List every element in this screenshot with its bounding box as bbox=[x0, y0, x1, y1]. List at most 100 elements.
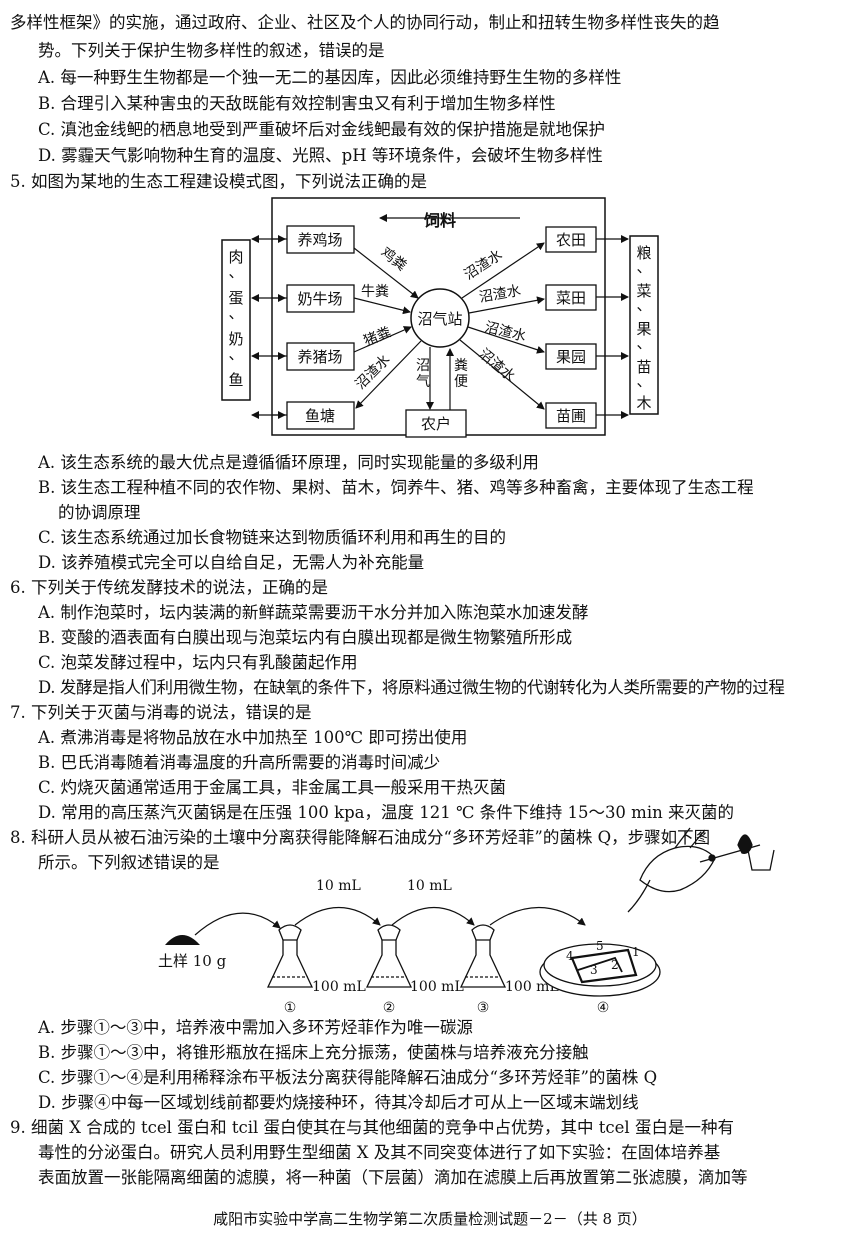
q6-option-d: D. 发酵是指人们利用微生物，在缺氧的条件下，将原料通过微生物的代谢转化为人类所… bbox=[38, 678, 785, 697]
svg-text:、: 、 bbox=[636, 296, 651, 314]
q5-option-b: B. 该生态工程种植不同的农作物、果树、苗木，饲养牛、猪、鸡等多种畜禽，主要体现… bbox=[38, 478, 754, 497]
svg-text:木: 木 bbox=[636, 394, 651, 412]
q7-option-b: B. 巴氏消毒随着消毒温度的升高所需要的消毒时间减少 bbox=[38, 753, 441, 772]
q8-option-b: B. 步骤①～③中，将锥形瓶放在摇床上充分振荡，使菌株与培养液充分接触 bbox=[38, 1043, 589, 1062]
plate-region-5: 5 bbox=[596, 939, 604, 953]
question-9-stem-cont-1: 毒性的分泌蛋白。研究人员利用野生型细菌 X 及其不同突变体进行了如下实验：在固体… bbox=[38, 1143, 721, 1162]
svg-text:粮: 粮 bbox=[636, 244, 651, 262]
farm-label-pig: 养猪场 bbox=[297, 348, 342, 366]
biogas-station-label: 沼气站 bbox=[417, 310, 462, 328]
flask-2 bbox=[365, 924, 413, 988]
svg-text:菜: 菜 bbox=[636, 282, 651, 300]
q5-option-d: D. 该养殖模式完全可以自给自足，无需人为补充能量 bbox=[38, 553, 425, 572]
biogas-station-node bbox=[410, 288, 470, 348]
option-c: C. 滇池金线鲃的栖息地受到严重破坏后对金线鲃最有效的保护措施是就地保护 bbox=[38, 120, 606, 139]
q5-option-c: C. 该生态系统通过加长食物链来达到物质循环利用和再生的目的 bbox=[38, 528, 507, 547]
transfer-label-1: 10 mL bbox=[316, 878, 361, 894]
svg-text:、: 、 bbox=[228, 304, 243, 322]
petri-dish bbox=[539, 943, 661, 997]
manure-label-cow: 牛粪 bbox=[361, 284, 389, 300]
flask-1 bbox=[266, 924, 314, 988]
gas-label-1: 沼 bbox=[416, 358, 430, 374]
soil-sample-label: 土样 10 g bbox=[158, 952, 227, 970]
svg-text:果: 果 bbox=[636, 320, 651, 338]
plate-region-2: 2 bbox=[611, 958, 619, 972]
feces-label-2: 便 bbox=[454, 374, 468, 390]
question-5-stem: 5. 如图为某地的生态工程建设模式图，下列说法正确的是 bbox=[10, 172, 427, 191]
field-flow-label-2: 沼渣水 bbox=[478, 283, 522, 306]
plate-region-1: 1 bbox=[632, 945, 640, 959]
product-label-milk: 奶 bbox=[228, 330, 243, 348]
field-box-farmland bbox=[545, 226, 597, 253]
q8-option-d: D. 步骤④中每一区域划线前都要灼烧接种环，待其冷却后才可从上一区域末端划线 bbox=[38, 1093, 639, 1112]
product-label-egg: 蛋 bbox=[228, 289, 243, 307]
step-label-4: ④ bbox=[597, 1000, 610, 1016]
svg-text:、: 、 bbox=[228, 345, 243, 363]
svg-text:、: 、 bbox=[636, 258, 651, 276]
step-label-3: ③ bbox=[477, 1000, 490, 1016]
volume-label-3: 100 mL bbox=[505, 979, 559, 995]
svg-text:、: 、 bbox=[636, 372, 651, 390]
volume-label-1: 100 mL bbox=[312, 979, 366, 995]
farm-box-chicken bbox=[286, 225, 355, 254]
field-label-vegetable: 菜田 bbox=[556, 289, 586, 307]
text-line: 多样性框架》的实施，通过政府、企业、社区及个人的协同行动，制止和扭转生物多样性丧… bbox=[10, 13, 720, 32]
field-label-orchard: 果园 bbox=[556, 348, 586, 366]
product-labels-left: 肉 、 蛋 、 奶 、 鱼 bbox=[228, 248, 243, 389]
q5-option-b-cont: 的协调原理 bbox=[58, 503, 141, 522]
volume-label-2: 100 mL bbox=[410, 979, 464, 995]
text-line: 势。下列关于保护生物多样性的叙述，错误的是 bbox=[38, 41, 385, 60]
q5-option-a: A. 该生态系统的最大优点是遵循循环原理，同时实现能量的多级利用 bbox=[38, 453, 539, 472]
feces-label-1: 粪 bbox=[454, 358, 468, 374]
q8-option-a: A. 步骤①～③中，培养液中需加入多环芳烃菲作为唯一碳源 bbox=[38, 1018, 473, 1037]
farm-label-fishpond: 鱼塘 bbox=[305, 407, 335, 425]
inoculating-hand-icon bbox=[627, 827, 775, 913]
feed-label: 饲料 bbox=[423, 211, 456, 230]
flask-3 bbox=[459, 924, 507, 988]
product-box-left bbox=[221, 239, 251, 401]
plate-region-4: 4 bbox=[566, 949, 574, 963]
transfer-label-2: 10 mL bbox=[407, 878, 452, 894]
product-label-meat: 肉 bbox=[228, 248, 243, 266]
household-box bbox=[405, 409, 467, 438]
product-label-fish: 鱼 bbox=[228, 371, 243, 389]
farm-box-pig bbox=[286, 342, 355, 371]
question-9-stem: 9. 细菌 X 合成的 tcel 蛋白和 tcil 蛋白使其在与其他细菌的竞争中… bbox=[10, 1118, 734, 1137]
field-label-farmland: 农田 bbox=[556, 231, 586, 249]
svg-text:苗: 苗 bbox=[636, 358, 651, 376]
product-labels-right: 粮 、 菜 、 果 、 苗 、 木 bbox=[636, 244, 651, 412]
q8-option-c: C. 步骤①～④是利用稀释涂布平板法分离获得能降解石油成分“多环芳烃菲”的菌株 … bbox=[38, 1068, 658, 1087]
farm-label-chicken: 养鸡场 bbox=[297, 231, 342, 249]
option-b: B. 合理引入某种害虫的天敌既能有效控制害虫又有利于增加生物多样性 bbox=[38, 94, 556, 113]
step-label-2: ② bbox=[383, 1000, 396, 1016]
q6-option-a: A. 制作泡菜时，坛内装满的新鲜蔬菜需要沥干水分并加入陈泡菜水加速发酵 bbox=[38, 603, 589, 622]
soil-sample-icon bbox=[165, 935, 200, 945]
q6-option-b: B. 变酸的酒表面有白膜出现与泡菜坛内有白膜出现都是微生物繁殖所形成 bbox=[38, 628, 573, 647]
field-label-nursery: 苗圃 bbox=[556, 407, 586, 425]
option-a: A. 每一种野生生物都是一个独一无二的基因库，因此必须维持野生生物的多样性 bbox=[38, 68, 622, 87]
q7-option-c: C. 灼烧灭菌通常适用于金属工具，非金属工具一般采用干热灭菌 bbox=[38, 778, 507, 797]
question-8-stem: 8. 科研人员从被石油污染的土壤中分离获得能降解石油成分“多环芳烃菲”的菌株 Q… bbox=[10, 828, 711, 847]
product-box-right bbox=[629, 235, 659, 415]
field-box-vegetable bbox=[545, 284, 597, 311]
q7-option-d: D. 常用的高压蒸汽灭菌锅是在压强 100 kpa，温度 121 ℃ 条件下维持… bbox=[38, 803, 734, 822]
field-box-nursery bbox=[545, 402, 597, 429]
farm-box-fishpond bbox=[286, 401, 355, 430]
question-7-stem: 7. 下列关于灭菌与消毒的说法，错误的是 bbox=[10, 703, 312, 722]
plate-region-3: 3 bbox=[590, 963, 598, 977]
question-9-stem-cont-2: 表面放置一张能隔离细菌的滤膜，将一种菌（下层菌）滴加在滤膜上后再放置第二张滤膜，… bbox=[38, 1168, 748, 1187]
farm-label-dairy: 奶牛场 bbox=[297, 290, 342, 308]
q6-option-c: C. 泡菜发酵过程中，坛内只有乳酸菌起作用 bbox=[38, 653, 358, 672]
svg-text:、: 、 bbox=[636, 334, 651, 352]
step-label-1: ① bbox=[284, 1000, 297, 1016]
question-8-stem-cont: 所示。下列叙述错误的是 bbox=[38, 853, 220, 872]
page-footer: 咸阳市实验中学高二生物学第二次质量检测试题－2－（共 8 页） bbox=[213, 1210, 647, 1228]
option-d: D. 雾霾天气影响物种生育的温度、光照、pH 等环境条件，会破坏生物多样性 bbox=[38, 146, 603, 165]
svg-text:、: 、 bbox=[228, 263, 243, 281]
gas-label-2: 气 bbox=[416, 374, 430, 390]
question-6-stem: 6. 下列关于传统发酵技术的说法，正确的是 bbox=[10, 578, 328, 597]
household-label: 农户 bbox=[421, 415, 451, 433]
